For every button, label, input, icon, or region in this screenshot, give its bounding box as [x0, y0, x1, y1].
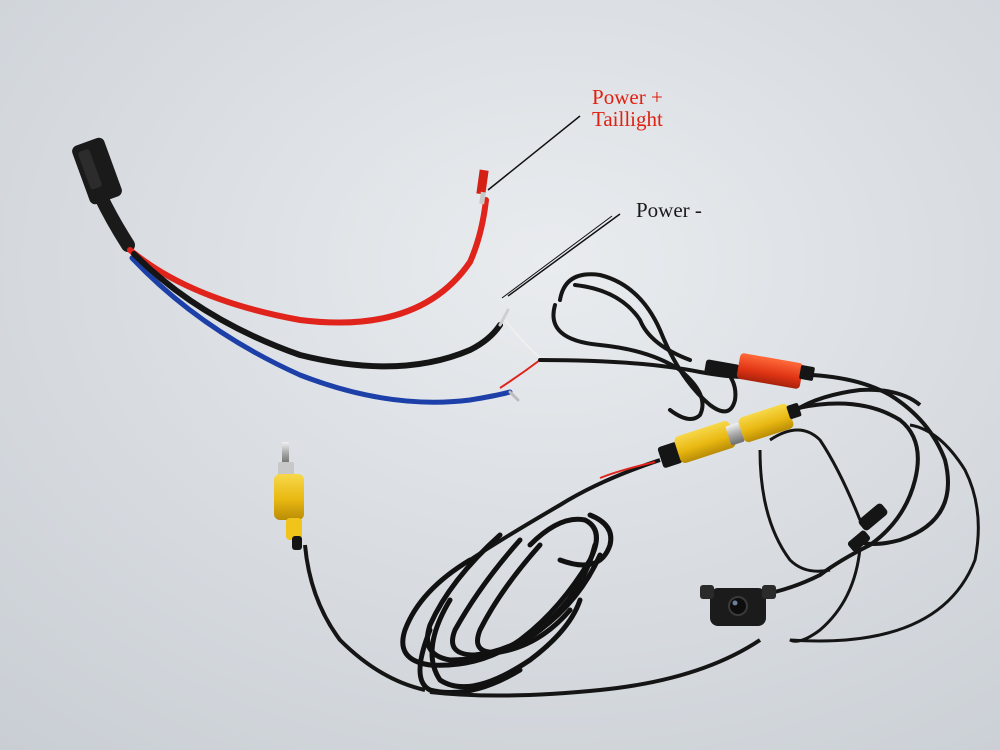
black-ground-wire	[131, 251, 503, 370]
black-cable-coil-lower	[400, 512, 614, 695]
backup-camera	[700, 585, 776, 626]
power-plus-leader-line	[487, 115, 581, 191]
red-power-wire	[127, 197, 489, 326]
red-wire-tip	[476, 169, 489, 195]
inline-connector	[847, 503, 888, 552]
power-minus-leader-line	[507, 213, 621, 297]
power-plus-taillight-label: Power + Taillight	[592, 86, 663, 130]
power-minus-label: Power -	[636, 198, 702, 222]
harness-connector	[72, 137, 135, 252]
yellow-rca-plug	[274, 442, 304, 550]
power-plus-label-line1: Power +	[592, 85, 663, 109]
power-plus-label-line2: Taillight	[592, 107, 663, 131]
red-rca-plug	[704, 353, 815, 389]
blue-wire	[129, 255, 513, 405]
